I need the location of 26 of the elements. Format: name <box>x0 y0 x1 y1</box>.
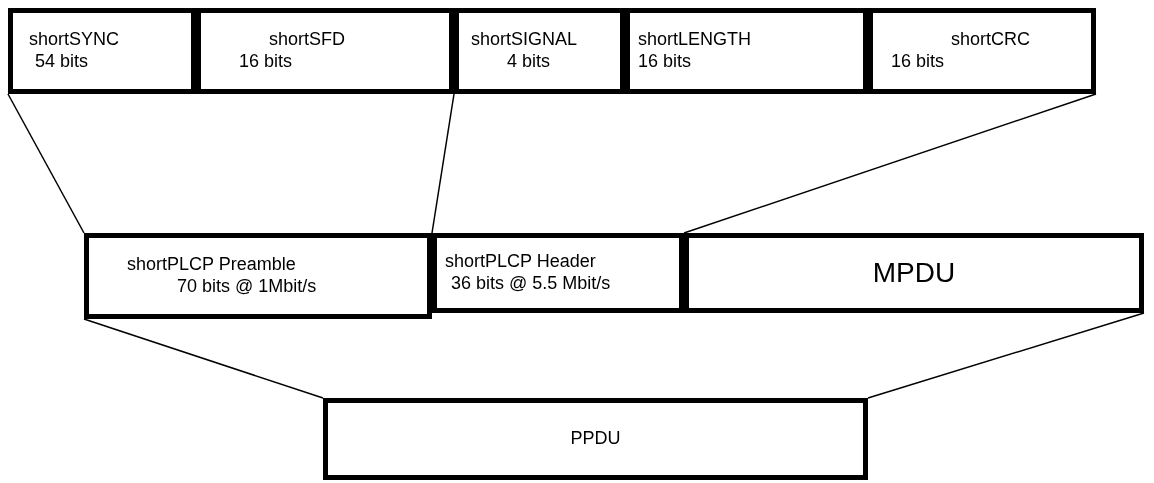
field-name: shortPLCP Preamble <box>127 254 297 276</box>
field-box <box>84 233 432 319</box>
field-name: shortSIGNAL <box>471 29 579 51</box>
field-box <box>8 8 196 94</box>
field-name: MPDU <box>871 256 957 290</box>
field-name: shortSYNC <box>29 29 121 51</box>
field-name: shortCRC <box>951 29 1031 51</box>
field-size: 16 bits <box>239 51 294 73</box>
expansion-line <box>7 93 85 234</box>
expansion-line <box>867 312 1145 399</box>
expansion-line <box>83 318 324 399</box>
field-size: 54 bits <box>35 51 90 73</box>
field-size: 16 bits <box>891 51 946 73</box>
field-name: shortPLCP Header <box>445 251 597 273</box>
expansion-line <box>431 93 455 234</box>
field-box <box>684 233 1144 313</box>
field-box <box>868 8 1096 94</box>
field-name: shortSFD <box>269 29 347 51</box>
field-size: 4 bits <box>507 51 552 73</box>
field-name: shortLENGTH <box>638 29 753 51</box>
expansion-line <box>683 93 1097 234</box>
field-size: 70 bits @ 1Mbit/s <box>177 276 318 298</box>
field-box <box>323 398 868 480</box>
field-size: 36 bits @ 5.5 Mbit/s <box>451 273 612 295</box>
field-name: PPDU <box>570 428 621 450</box>
field-size: 16 bits <box>638 51 693 73</box>
